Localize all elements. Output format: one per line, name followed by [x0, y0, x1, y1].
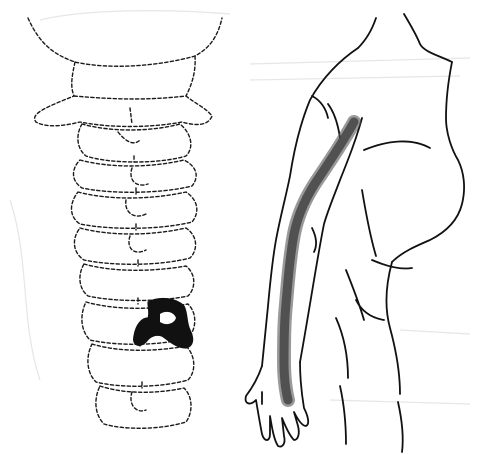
vertebra-c5	[74, 228, 195, 264]
vertebra-t2	[96, 386, 191, 428]
torso-outline	[392, 62, 464, 262]
cervical-spine-outline	[28, 18, 222, 428]
vertebra-c1	[35, 96, 212, 127]
vertebra-c4	[72, 192, 197, 228]
vertebra-c6	[80, 264, 194, 301]
head-outline	[404, 14, 452, 62]
waist-outline	[386, 262, 400, 394]
radiating-pain-band	[284, 122, 354, 400]
skull-base-outline	[28, 18, 222, 66]
vertebra-c3	[74, 160, 197, 192]
vertebra-t1	[88, 344, 194, 386]
hand-outline	[246, 362, 309, 447]
neck-outline	[358, 18, 376, 48]
